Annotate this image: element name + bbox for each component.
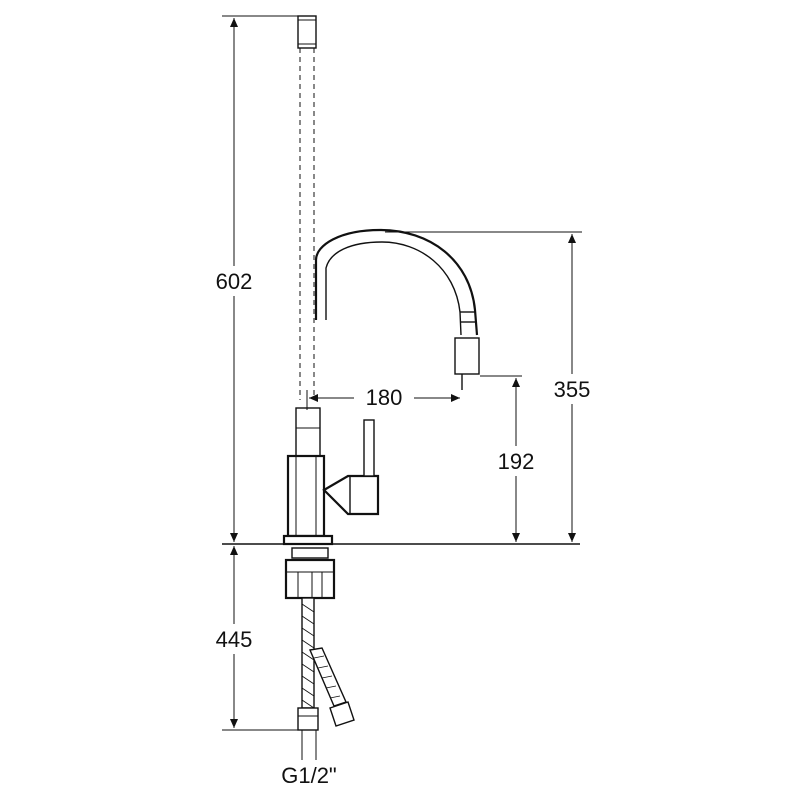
dim-label-602: 602 — [216, 269, 253, 294]
supply-hoses — [297, 597, 355, 760]
spout-outlet-head — [454, 337, 480, 375]
spout-arc-outer — [314, 228, 479, 336]
main-cylinder — [286, 454, 326, 538]
handle-lever — [363, 419, 375, 477]
mounting-nut — [284, 558, 336, 600]
mounting-washer — [291, 547, 329, 559]
dim-spout-reach: 180 — [306, 382, 460, 412]
mixer-handle — [322, 474, 380, 516]
faucet-body — [282, 15, 480, 546]
dim-label-180: 180 — [366, 385, 403, 410]
base-flange — [282, 534, 334, 546]
dim-label-192: 192 — [498, 449, 535, 474]
mounting-assembly — [284, 547, 336, 600]
dim-spout-height: 355 — [385, 231, 604, 542]
dim-total-height: 602 — [204, 15, 298, 542]
connection-thread-label: G1/2" — [281, 763, 337, 788]
neck-column — [295, 407, 321, 457]
hose-fitting-right — [329, 701, 355, 727]
hose-fitting-left — [297, 707, 319, 731]
dim-label-445: 445 — [216, 627, 253, 652]
dim-hose-length: 445 — [204, 546, 300, 731]
pullout-head-top — [297, 15, 317, 49]
dim-label-355: 355 — [554, 377, 591, 402]
spout-arc-inner — [325, 241, 462, 336]
dim-outlet-height: 192 — [480, 375, 548, 542]
